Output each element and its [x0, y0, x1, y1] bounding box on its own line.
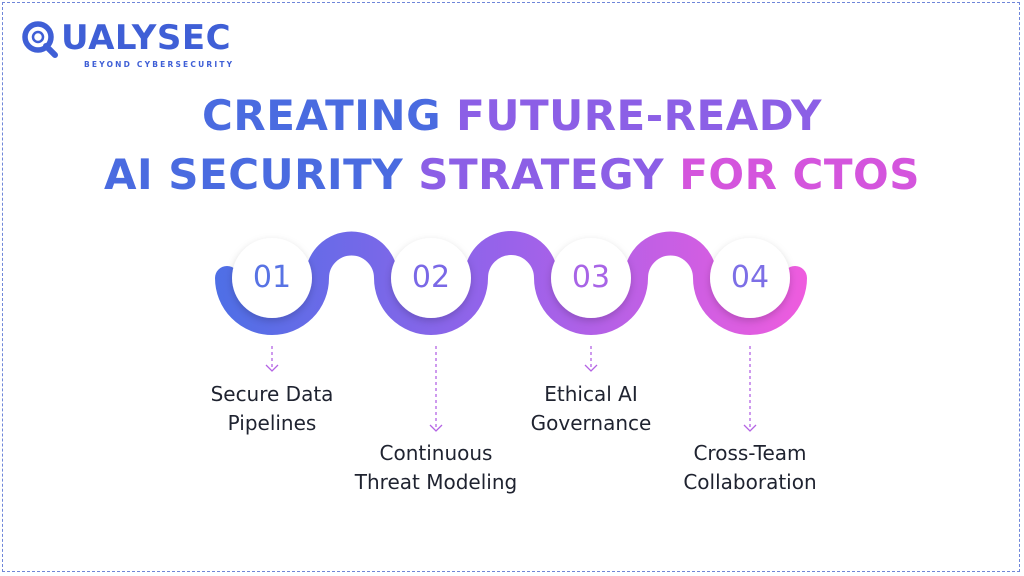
step-number-03: 03: [571, 260, 611, 295]
step-label-01-line-1: Secure Data: [210, 382, 334, 406]
step-circle-04: [710, 238, 790, 318]
step-number-01: 01: [252, 260, 292, 295]
connector-arrow-03: [584, 346, 598, 372]
step-label-04-line-2: Collaboration: [683, 470, 817, 494]
title-line2-segment-3: FOR CTOS: [679, 150, 920, 199]
connector-arrow-02: [429, 346, 443, 432]
title-line2-segment-2: STRATEGY: [418, 150, 680, 199]
step-circle-03: [551, 238, 631, 318]
step-label-03-line-1: Ethical AI: [544, 382, 638, 406]
logo-wordmark: UALYSEC: [20, 18, 231, 58]
connector-arrow-04: [743, 346, 757, 432]
step-label-02: Continuous Threat Modeling: [326, 439, 546, 497]
step-label-01-line-2: Pipelines: [227, 411, 317, 435]
step-label-02-line-1: Continuous: [379, 441, 493, 465]
connector-arrow-01: [265, 346, 279, 372]
qualysec-logo: UALYSEC BEYOND CYBERSECURITY: [20, 18, 260, 74]
title-line1-segment-2: FUTURE-READY: [456, 91, 822, 140]
step-label-03-line-2: Governance: [530, 411, 652, 435]
step-circle-01: [232, 238, 312, 318]
page-title-line-2: AI SECURITY STRATEGY FOR CTOS: [0, 154, 1024, 196]
title-line2-segment-1: AI SECURITY: [104, 150, 419, 199]
step-label-02-line-2: Threat Modeling: [354, 470, 518, 494]
title-line1-segment-1: CREATING: [202, 91, 457, 140]
logo-name-text: UALYSEC: [61, 18, 232, 58]
logo-q-magnifier-icon: [20, 18, 60, 58]
step-label-03: Ethical AI Governance: [491, 380, 691, 438]
step-label-04-line-1: Cross-Team: [693, 441, 807, 465]
logo-tagline: BEYOND CYBERSECURITY: [84, 60, 235, 69]
step-number-04: 04: [730, 260, 770, 295]
step-circle-02: [391, 238, 471, 318]
wave-path: [215, 231, 807, 335]
step-label-04: Cross-Team Collaboration: [650, 439, 850, 497]
step-number-02: 02: [411, 260, 451, 295]
step-label-01: Secure Data Pipelines: [172, 380, 372, 438]
page-title-line-1: CREATING FUTURE-READY: [0, 95, 1024, 137]
